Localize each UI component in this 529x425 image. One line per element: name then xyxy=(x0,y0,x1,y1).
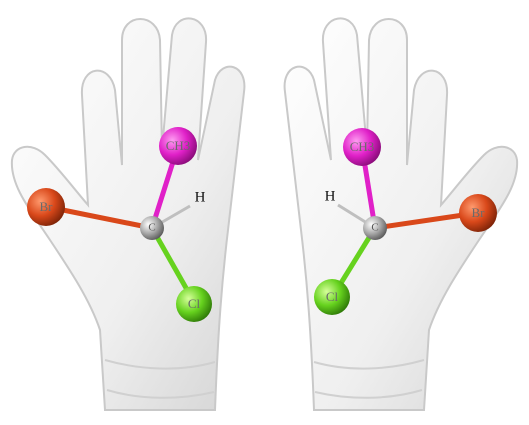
cl-label-right: Cl xyxy=(326,289,339,304)
carbon-label-right: C xyxy=(371,222,378,234)
br-label-right: Br xyxy=(472,205,486,220)
h-label-left: H xyxy=(195,189,206,205)
h-label-right: H xyxy=(325,188,336,204)
br-label-left: Br xyxy=(40,199,54,214)
cl-label-left: Cl xyxy=(188,296,201,311)
ch3-label-left: CH3 xyxy=(166,138,191,153)
ch3-label-right: CH3 xyxy=(350,139,375,154)
carbon-label-left: C xyxy=(148,222,155,234)
